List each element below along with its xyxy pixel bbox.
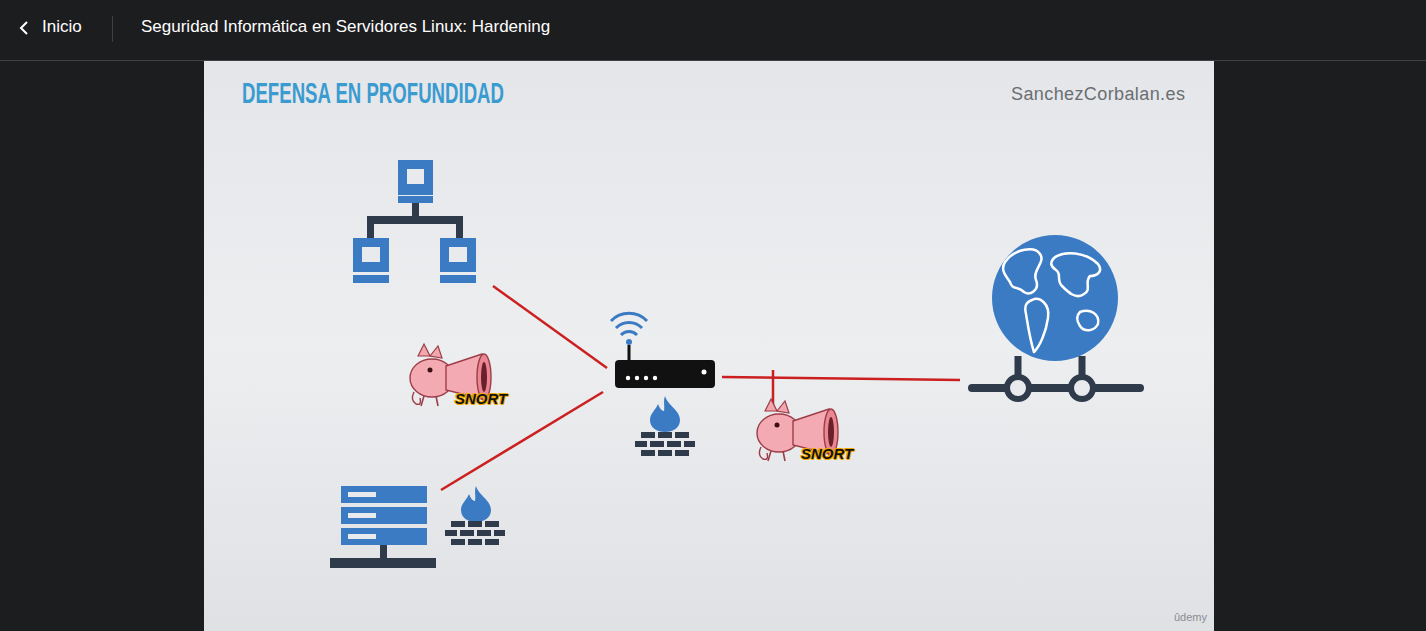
snort-wordmark: SNORT [455,390,507,407]
server-icon [330,486,436,568]
top-bar [0,0,1426,60]
network-icon [353,160,476,283]
network-wires [441,286,960,490]
internet-globe [972,235,1140,399]
watermark: ûdemy [1174,611,1207,624]
slide [204,61,1214,631]
separator [112,16,113,42]
firewall-icon [635,396,695,456]
router-icon [611,313,715,388]
course-title: Seguridad Informática en Servidores Linu… [141,17,550,37]
snort-wordmark: SNORT [801,445,853,462]
firewall-icon [445,486,505,545]
slide-title: DEFENSA EN PROFUNDIDAD [242,76,504,111]
back-chevron [21,22,27,34]
author-site: SanchezCorbalan.es [1011,84,1185,105]
back-link: Inicio [42,17,82,37]
